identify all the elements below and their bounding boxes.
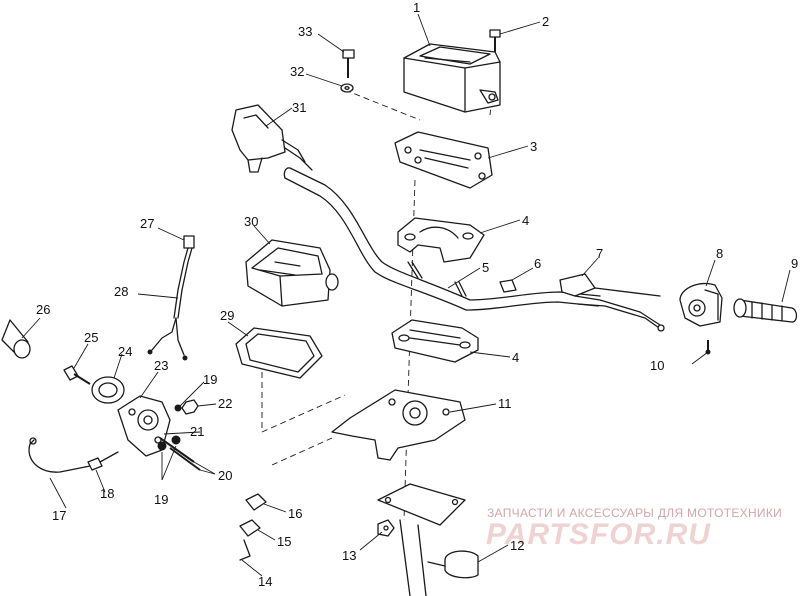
callout-19-lower: 19 <box>154 492 168 507</box>
callout-29: 29 <box>220 308 234 323</box>
callout-4-upper: 4 <box>522 213 529 228</box>
callout-18: 18 <box>100 486 114 501</box>
callout-5: 5 <box>482 260 489 275</box>
clip-15 <box>239 519 261 537</box>
callout-10: 10 <box>650 358 664 373</box>
screws-20 <box>157 435 201 471</box>
callout-27: 27 <box>140 216 154 231</box>
bracket-plate-11 <box>331 389 466 461</box>
callout-31: 31 <box>292 100 306 115</box>
cable-28 <box>147 235 195 361</box>
clip-18 <box>87 451 119 471</box>
throttle-housing-8 <box>679 282 723 327</box>
callout-6: 6 <box>534 256 541 271</box>
handlebar-5 <box>283 167 601 311</box>
callout-20: 20 <box>218 468 232 483</box>
callout-13: 13 <box>342 548 356 563</box>
washer-32 <box>340 83 354 93</box>
callout-14: 14 <box>258 574 272 589</box>
watermark-caption: ЗАПЧАСТИ И АКСЕССУАРЫ ДЛЯ МОТОТЕХНИКИ <box>487 506 782 520</box>
callout-2: 2 <box>542 14 549 29</box>
callout-19-upper: 19 <box>203 372 217 387</box>
ring-24 <box>91 376 125 404</box>
screw-10 <box>705 340 711 355</box>
bolt-2 <box>489 29 501 52</box>
tie-14 <box>239 539 251 561</box>
callout-15: 15 <box>277 534 291 549</box>
callout-28: 28 <box>114 284 128 299</box>
callout-3: 3 <box>530 139 537 154</box>
bolt-25 <box>63 365 91 385</box>
callout-12: 12 <box>510 538 524 553</box>
instrument-pod <box>403 43 501 113</box>
clamp-lower-4 <box>391 319 479 363</box>
brake-lever-7 <box>559 273 665 332</box>
grip-9 <box>733 298 798 323</box>
callout-labels: 1 2 3 4 5 6 7 8 9 10 4 11 12 13 14 15 16… <box>36 0 798 589</box>
callout-8: 8 <box>716 246 723 261</box>
callout-1: 1 <box>413 0 420 15</box>
callout-26: 26 <box>36 302 50 317</box>
callout-21: 21 <box>190 424 204 439</box>
callout-23: 23 <box>154 358 168 373</box>
callout-25: 25 <box>84 330 98 345</box>
callout-11: 11 <box>498 396 512 411</box>
callout-24: 24 <box>118 344 132 359</box>
callout-4-lower: 4 <box>512 350 519 365</box>
steering-plate <box>377 483 466 596</box>
callout-22: 22 <box>218 396 232 411</box>
speedometer-30 <box>245 239 339 307</box>
clamp-12 <box>427 550 479 579</box>
wire-17 <box>28 437 91 473</box>
callout-9: 9 <box>791 256 798 271</box>
callout-16: 16 <box>288 506 302 521</box>
callout-32: 32 <box>290 64 304 79</box>
leader-lines <box>21 13 791 577</box>
plug-6 <box>499 279 517 293</box>
callout-7: 7 <box>596 246 603 261</box>
switch-bracket-23 <box>117 395 171 457</box>
callout-30: 30 <box>244 214 258 229</box>
nut-19-upper <box>174 404 182 412</box>
watermark-brand: PARTSFOR.RU <box>486 518 711 551</box>
clamp-upper-4 <box>397 217 485 263</box>
nut-22 <box>181 399 199 415</box>
clip-16 <box>245 493 267 511</box>
cap-26 <box>1 319 31 359</box>
switch-housing-31 <box>231 104 313 173</box>
bolt-33 <box>342 49 355 78</box>
callout-17: 17 <box>52 508 66 523</box>
callout-33: 33 <box>298 24 312 39</box>
gasket-29 <box>235 327 323 379</box>
mount-plate-3 <box>394 131 493 189</box>
